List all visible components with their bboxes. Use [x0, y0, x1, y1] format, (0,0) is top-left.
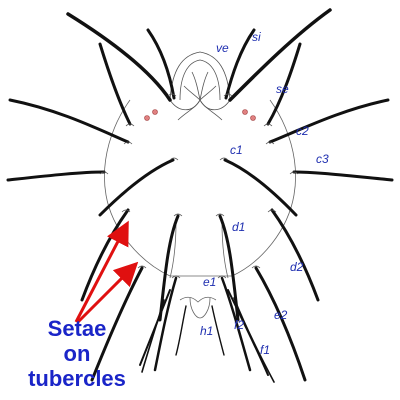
seta-e1-left — [153, 276, 178, 372]
label-f2: f2 — [234, 318, 244, 332]
eye-spots — [144, 109, 256, 121]
seta-se-right — [266, 42, 302, 126]
arrow-upper — [74, 220, 129, 323]
annotation-arrows — [74, 220, 139, 324]
seta-c1-left — [98, 158, 175, 217]
label-si: si — [252, 30, 261, 44]
seta-ve-left — [146, 28, 176, 100]
seta-c2-left — [8, 98, 130, 144]
seta-c3-left — [6, 170, 106, 182]
seta-d2-left — [80, 208, 130, 302]
seta-se-left — [98, 42, 132, 126]
annotation-line-2: on — [63, 341, 91, 366]
seta-e1-right — [220, 276, 252, 372]
label-se: se — [276, 82, 289, 96]
annotation-line-3: tubercles — [28, 366, 126, 391]
seta-si-right — [228, 8, 332, 102]
annotation-text: Setae on tubercles — [2, 316, 152, 391]
label-d2: d2 — [290, 260, 304, 274]
label-c1: c1 — [230, 143, 243, 157]
seta-c1-right — [223, 158, 298, 217]
label-f1: f1 — [260, 343, 270, 357]
seta-ve-right — [224, 28, 256, 100]
label-ve: ve — [216, 41, 229, 55]
label-h1: h1 — [200, 324, 213, 338]
gnathosoma — [169, 51, 231, 121]
seta-c3-right — [292, 170, 394, 182]
seta-h1-right — [211, 305, 225, 356]
label-e2: e2 — [274, 308, 288, 322]
arrow-lower — [76, 261, 139, 324]
tubercles — [99, 93, 299, 279]
seta-h1-left — [175, 305, 187, 356]
label-d1: d1 — [232, 220, 245, 234]
label-c2: c2 — [296, 124, 309, 138]
annotation-line-1: Setae — [47, 316, 107, 341]
label-c3: c3 — [316, 152, 329, 166]
seta-d2-right — [270, 208, 320, 302]
seta-si-left — [66, 12, 172, 102]
label-e1: e1 — [203, 275, 216, 289]
seta-f1-right — [233, 297, 275, 383]
dorsal-lines — [169, 221, 229, 319]
seta-e2-right — [254, 266, 307, 382]
seta-f1-left — [141, 299, 165, 373]
seta-labels: ve si se c1 c2 c3 d1 d2 e1 e2 f2 f1 h1 — [200, 30, 329, 357]
seta-c2-right — [268, 98, 390, 144]
body-outline — [104, 99, 296, 277]
setae — [6, 8, 394, 383]
